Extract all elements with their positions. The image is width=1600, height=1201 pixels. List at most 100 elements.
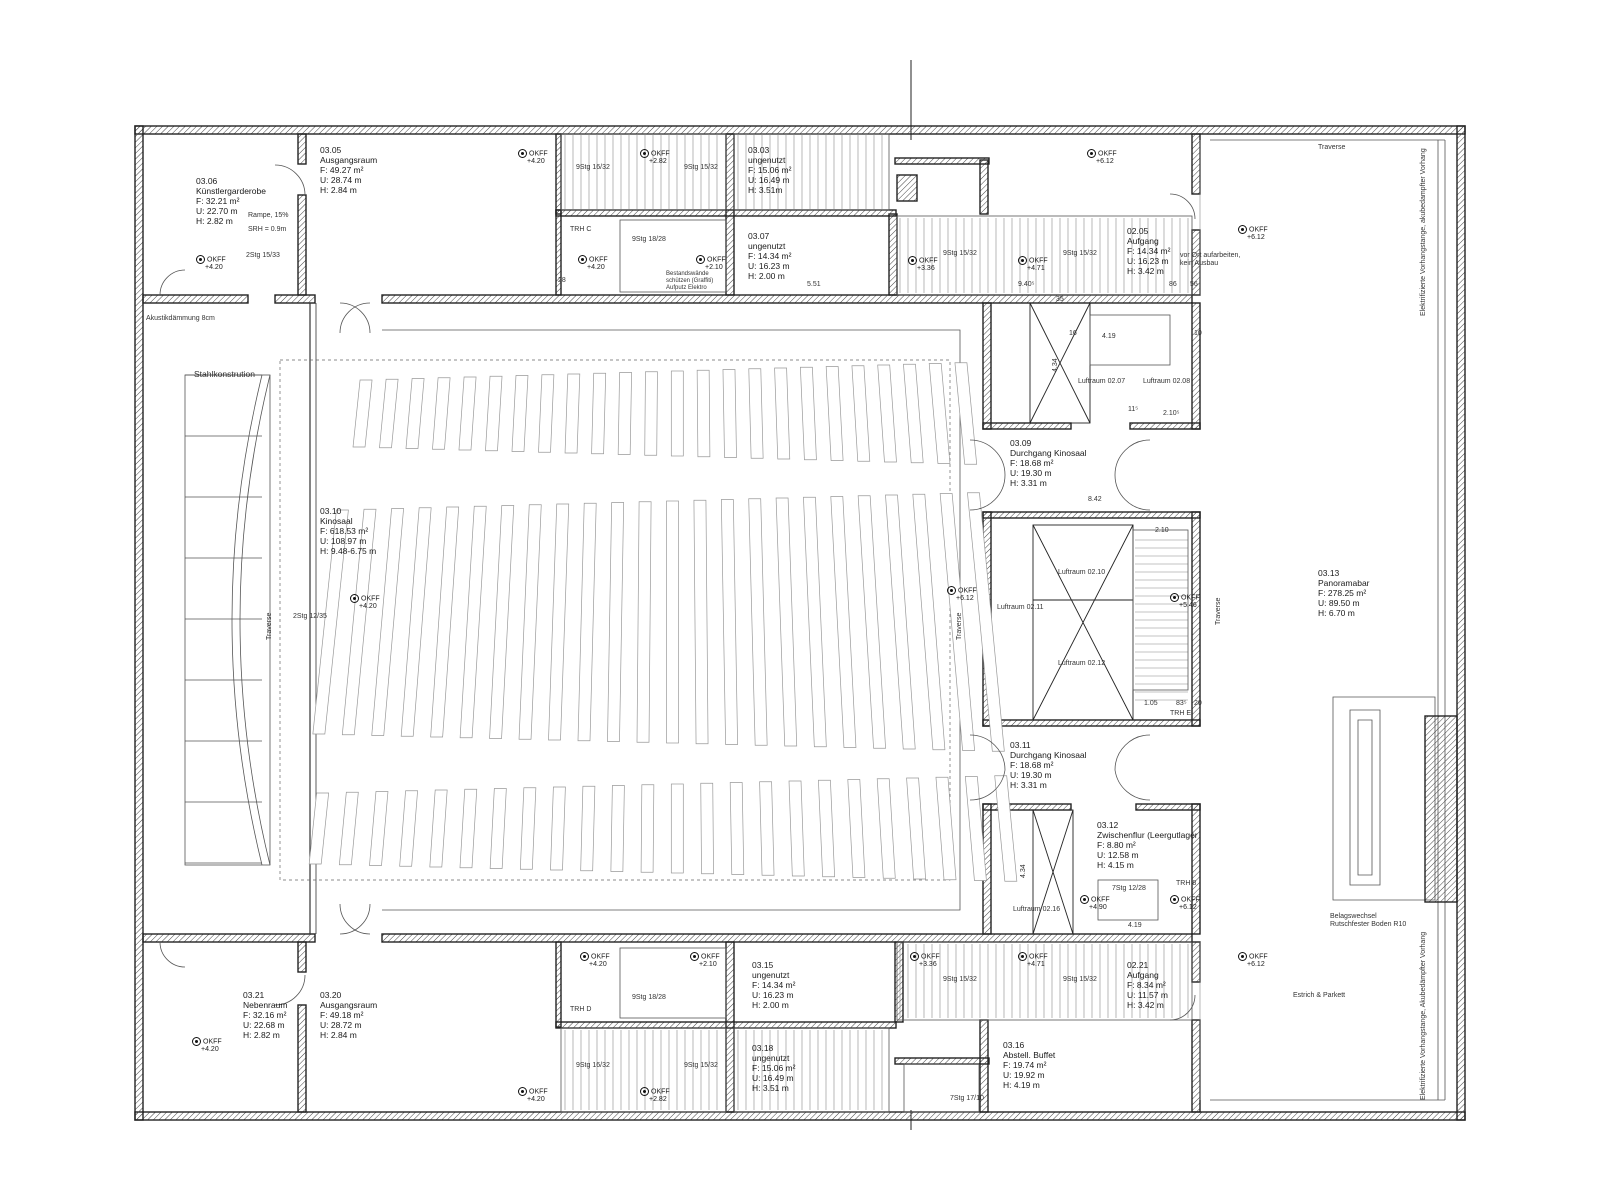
note-stairs: 7Stg 12/28 xyxy=(1112,885,1146,892)
room-02-21-label: 02.21 Aufgang F: 8.34 m² U: 11.57 m H: 3… xyxy=(1127,960,1168,1010)
void-label: Luftraum 02.11 xyxy=(997,604,1044,611)
room-area: F: 32.16 m² xyxy=(243,1010,287,1020)
seat-row xyxy=(550,786,566,871)
stairs-top xyxy=(560,133,1193,296)
seat-row xyxy=(591,372,607,455)
room-area: F: 14.34 m² xyxy=(752,980,796,990)
level-marker-icon xyxy=(1018,256,1027,265)
seat-row xyxy=(405,378,425,449)
room-height: H: 2.84 m xyxy=(320,185,357,195)
okff-marker: OKFF+4.20 xyxy=(196,255,226,272)
room-height: H: 2.00 m xyxy=(752,1000,789,1010)
seat-row xyxy=(430,506,460,738)
room-number: 03.12 xyxy=(1097,820,1119,830)
room-area: F: 8.80 m² xyxy=(1097,840,1136,850)
room-number: 03.11 xyxy=(1010,740,1031,750)
seat-row xyxy=(617,372,632,455)
seat-row xyxy=(489,505,515,739)
room-perimeter: U: 16.49 m xyxy=(748,175,790,185)
level-marker-icon xyxy=(947,586,956,595)
level-marker-icon xyxy=(518,1087,527,1096)
level-marker-icon xyxy=(1018,952,1027,961)
level-marker-icon xyxy=(1238,225,1247,234)
room-perimeter: U: 22.70 m xyxy=(196,206,238,216)
room-03-07-label: 03.07 ungenutzt F: 14.34 m² U: 16.23 m H… xyxy=(748,231,791,281)
room-height: H: 3.31 m xyxy=(1010,780,1047,790)
level-marker-icon xyxy=(908,256,917,265)
level-marker-icon xyxy=(578,255,587,264)
okff-marker: OKFF+4.71 xyxy=(1018,256,1048,273)
room-number: 03.10 xyxy=(320,506,342,516)
note-estrich: Estrich & Parkett xyxy=(1293,992,1346,999)
room-03-18-label: 03.18 ungenutzt F: 15.06 m² U: 16.49 m H… xyxy=(752,1043,795,1093)
seat-row xyxy=(851,365,871,462)
seat-row xyxy=(518,504,542,740)
room-height: H: 6.70 m xyxy=(1318,608,1355,618)
seat-row xyxy=(825,366,844,461)
room-height: H: 9.48-6.75 m xyxy=(320,546,377,556)
void-areas xyxy=(1029,302,1189,935)
seat-row xyxy=(967,492,1005,752)
note-vor-ort: vor Ort aufarbeiten, kein Ausbau xyxy=(1180,252,1241,267)
level-marker-icon xyxy=(350,594,359,603)
seat-row xyxy=(830,496,857,748)
note-stairs: 9Stg 18/28 xyxy=(632,236,666,243)
room-03-12-label: 03.12 Zwischenflur (Leergutlager F: 8.80… xyxy=(1097,820,1198,870)
doors xyxy=(159,164,1196,1021)
okff-marker: OKFF+6.12 xyxy=(1170,895,1200,912)
void-label: Luftraum 02.07 xyxy=(1078,378,1126,385)
room-name: ungenutzt xyxy=(752,1053,790,1063)
room-name: Ausgangsraum xyxy=(320,1000,378,1010)
room-03-06-label: 03.06 Künstlergarderobe F: 32.21 m² U: 2… xyxy=(196,176,266,226)
note-stairs: 7Stg 17/10 xyxy=(950,1095,984,1102)
note-stairs: 9Stg 15/32 xyxy=(943,976,977,983)
seat-row xyxy=(485,375,503,452)
seat-row xyxy=(877,364,897,463)
seat-row xyxy=(876,778,896,879)
note-akustik: Akustikdämmung 8cm xyxy=(146,315,215,322)
dimension: 83⁵ xyxy=(1176,700,1187,707)
void-label: Luftraum 02.10 xyxy=(1058,569,1106,576)
room-perimeter: U: 16.49 m xyxy=(752,1073,794,1083)
cinema-hall xyxy=(184,303,961,934)
seat-row xyxy=(939,493,975,751)
room-03-15-label: 03.15 ungenutzt F: 14.34 m² U: 16.23 m H… xyxy=(752,960,795,1010)
okff-marker: OKFF+5.46 xyxy=(1170,593,1200,610)
room-area: F: 14.34 m² xyxy=(748,251,792,261)
okff-marker: OKFF+3.36 xyxy=(910,952,940,969)
panoramabar xyxy=(1199,139,1458,1101)
note-traverse-mid: Traverse xyxy=(956,612,963,640)
note-stairs: 2Stg 12/35 xyxy=(293,613,327,620)
seat-row xyxy=(519,787,537,870)
seat-row xyxy=(906,777,927,880)
level-marker-icon xyxy=(518,149,527,158)
void-label: Luftraum 02.16 xyxy=(1013,906,1061,913)
dimension: 56 xyxy=(1190,281,1198,288)
room-perimeter: U: 28.74 m xyxy=(320,175,362,185)
okff-marker: OKFF+2.10 xyxy=(696,255,726,272)
room-area: F: 32.21 m² xyxy=(196,196,240,206)
dimension: 16 xyxy=(1069,330,1077,337)
room-area: F: 19.74 m² xyxy=(1003,1060,1047,1070)
room-height: H: 3.51 m xyxy=(752,1083,789,1093)
room-height: H: 4.15 m xyxy=(1097,860,1134,870)
room-02-05-label: 02.05 Aufgang F: 14.34 m² U: 16.23 m H: … xyxy=(1127,226,1170,276)
room-perimeter: U: 11.57 m xyxy=(1127,990,1168,1000)
seat-row xyxy=(954,362,978,465)
room-number: 03.15 xyxy=(752,960,774,970)
okff-marker: OKFF+4.90 xyxy=(1080,895,1110,912)
okff-marker: OKFF+2.10 xyxy=(690,952,720,969)
seat-row xyxy=(379,378,399,449)
seat-row xyxy=(774,367,791,460)
room-area: F: 49.18 m² xyxy=(320,1010,364,1020)
okff-marker: OKFF+6.12 xyxy=(1238,952,1268,969)
note-vorhang-top: Elektrifizierte Vorhangstange, akubedamp… xyxy=(1420,148,1427,316)
note-belagswechsel: Belagswechsel xyxy=(1330,913,1377,920)
room-03-05-label: 03.05 Ausgangsraum F: 49.27 m² U: 28.74 … xyxy=(320,145,377,195)
room-name: Durchgang Kinosaal xyxy=(1010,448,1087,458)
room-name: ungenutzt xyxy=(748,241,786,251)
okff-marker: OKFF+4.20 xyxy=(580,952,610,969)
room-height: H: 2.82 m xyxy=(196,216,233,226)
level-marker-icon xyxy=(690,952,699,961)
room-name: Abstell. Buffet xyxy=(1003,1050,1056,1060)
